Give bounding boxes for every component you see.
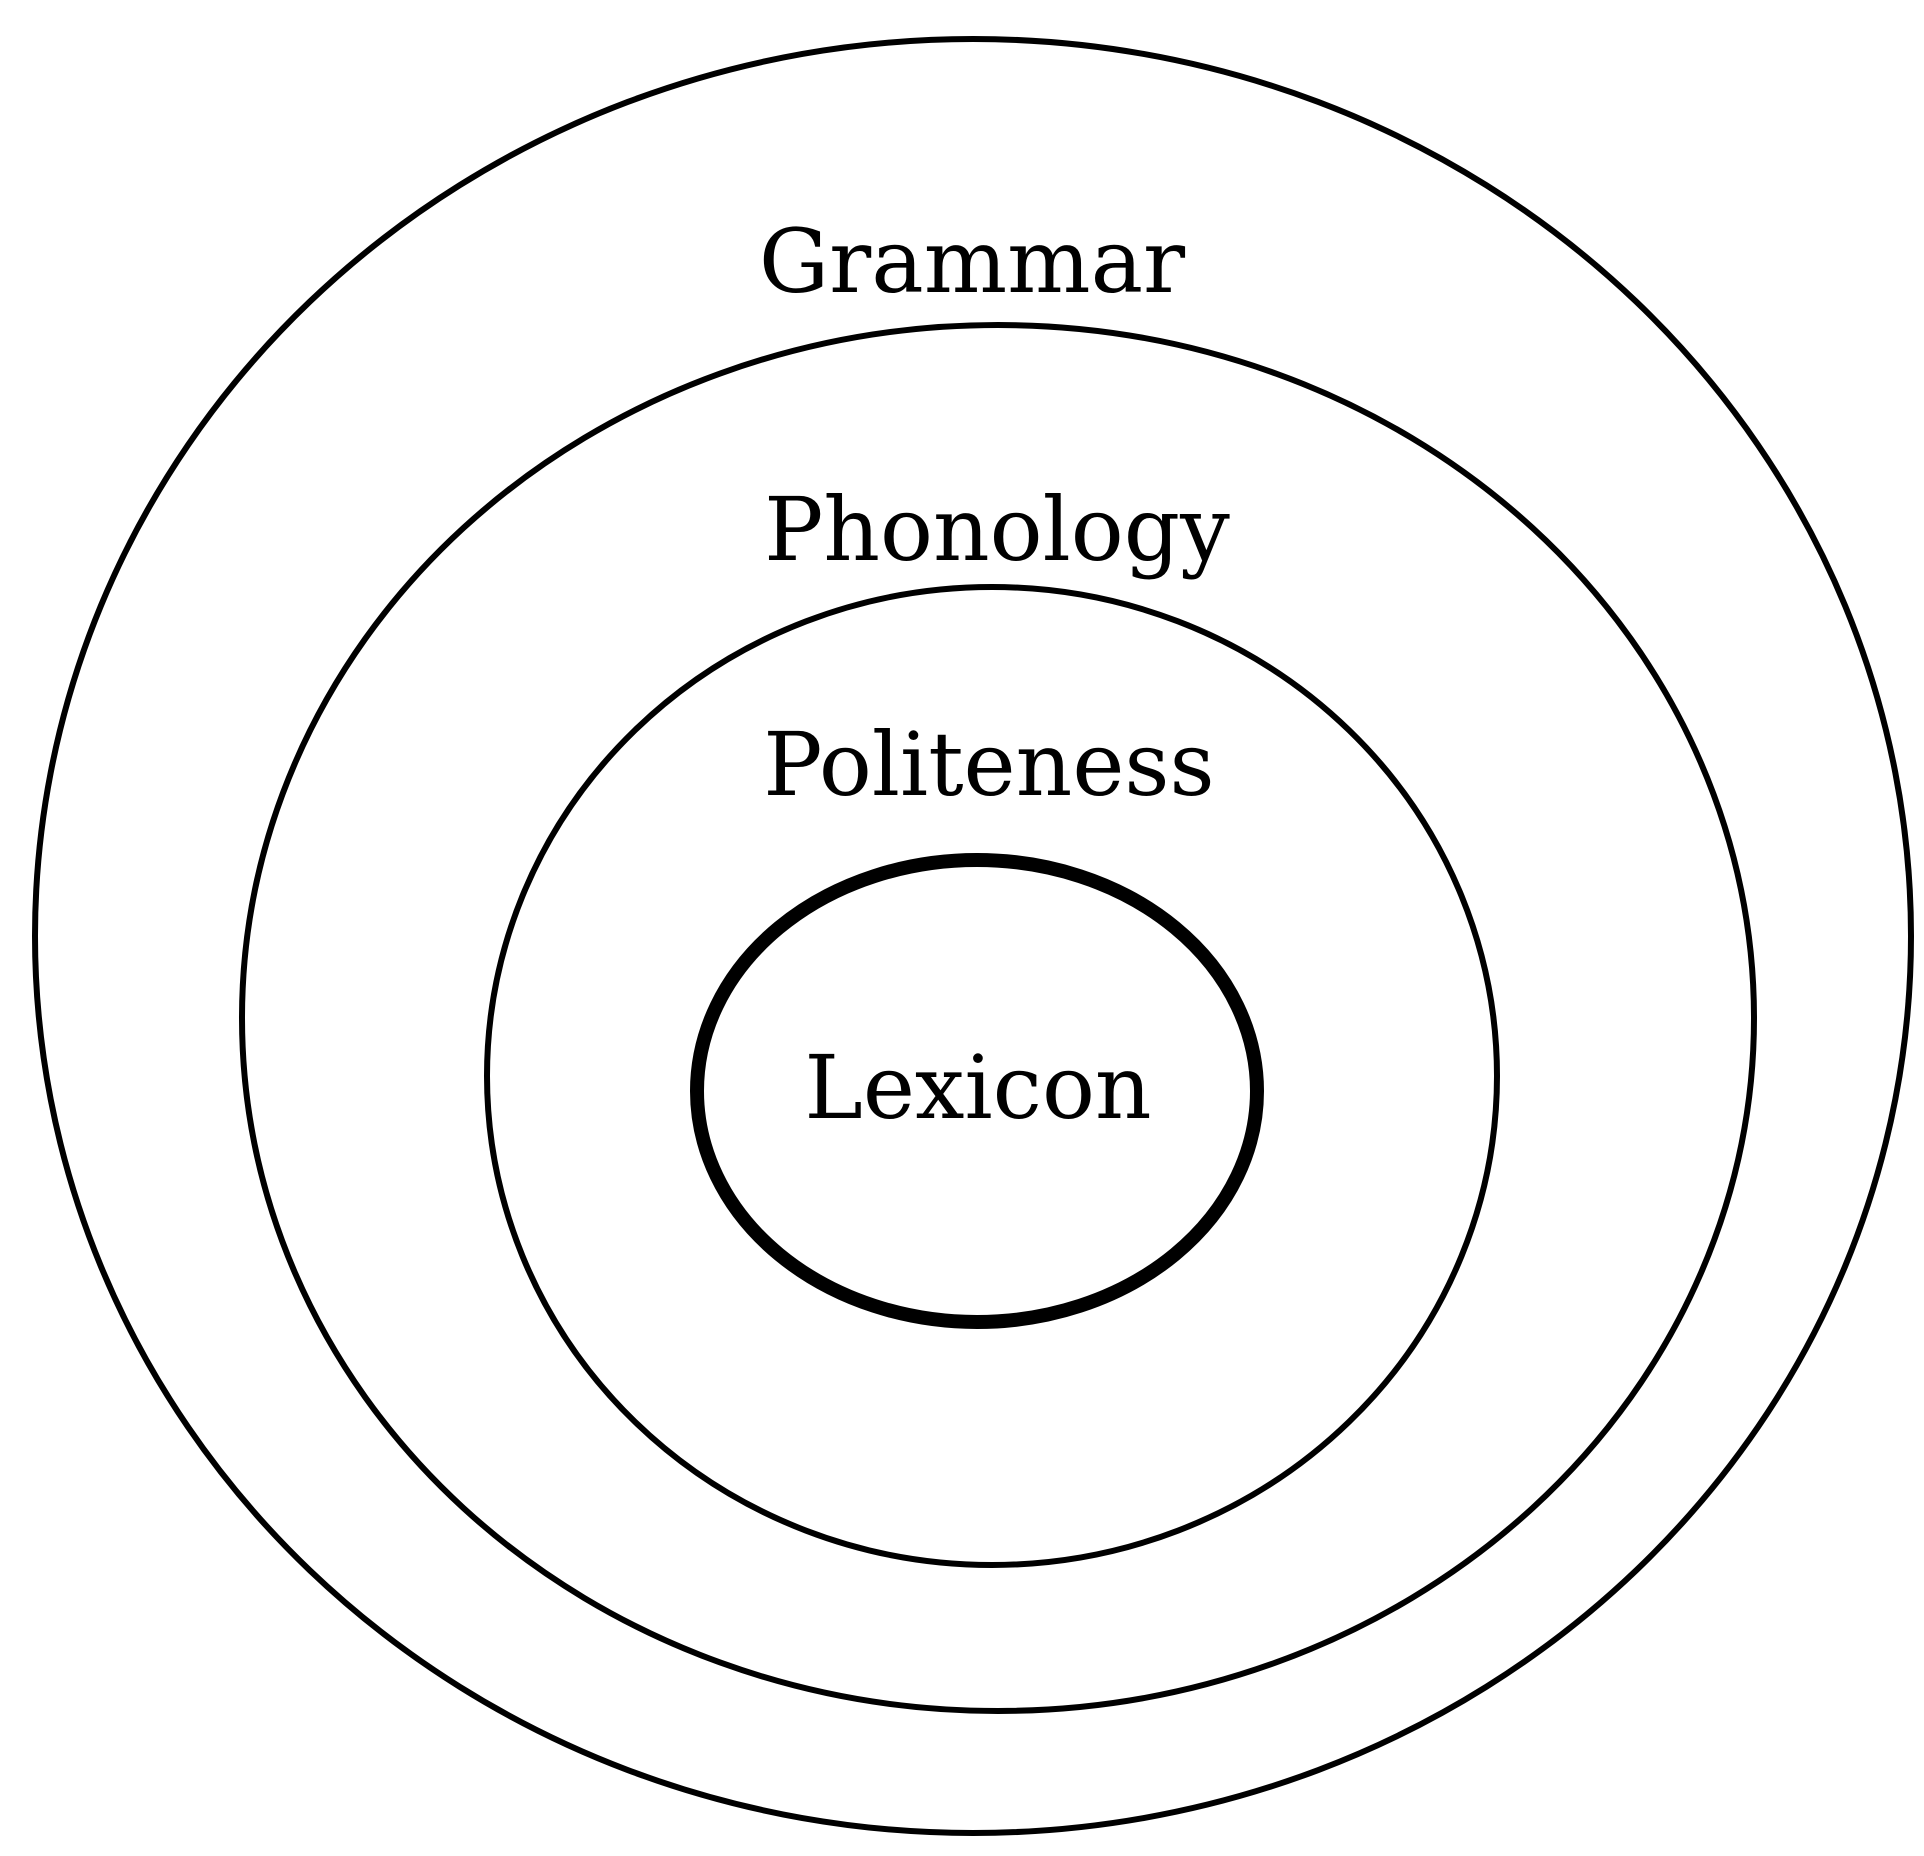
layer-politeness: Politeness	[484, 584, 1500, 1568]
grammar-label: Grammar	[759, 210, 1186, 313]
lexicon-label: Lexicon	[804, 1036, 1151, 1139]
lexicon-ring	[690, 853, 1264, 1329]
phonology-label: Phonology	[764, 478, 1230, 581]
layer-lexicon: Lexicon	[690, 853, 1264, 1329]
politeness-ring	[484, 584, 1500, 1568]
layer-grammar: Grammar	[32, 36, 1914, 1836]
grammar-ring	[32, 36, 1914, 1836]
phonology-ring	[239, 322, 1757, 1714]
politeness-label: Politeness	[763, 713, 1214, 816]
layer-phonology: Phonology	[239, 322, 1757, 1714]
